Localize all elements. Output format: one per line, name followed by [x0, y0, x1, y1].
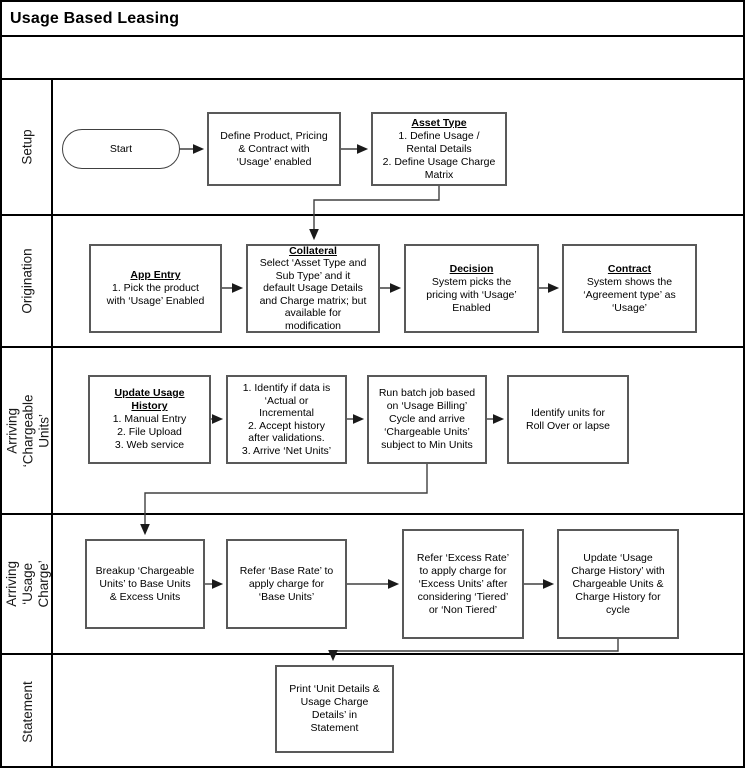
- lane-label: Setup: [20, 129, 36, 165]
- lane-label: Arriving ‘Chargeable Units’: [4, 394, 51, 467]
- node-text: Update ‘Usage Charge History’ with Charg…: [571, 551, 665, 616]
- node-text: Refer ‘Excess Rate’ to apply charge for …: [416, 551, 510, 616]
- arrow-asset-type-to-collateral: [309, 186, 440, 241]
- lane-label-column-divider: [51, 78, 53, 766]
- lane-label: Arriving ‘Usage Charge’: [4, 560, 51, 608]
- lane-divider: [2, 214, 743, 216]
- node-text: Identify units for Roll Over or lapse: [525, 406, 611, 432]
- node-title: Contract: [607, 262, 652, 275]
- title-divider: [2, 35, 743, 37]
- lane-origination: Origination: [4, 216, 52, 346]
- node-text: Select ‘Asset Type and Sub Type’ and it …: [259, 257, 367, 332]
- node-text: 1. Pick the product with ‘Usage’ Enabled: [106, 282, 205, 307]
- node-text: 1. Identify if data is ‘Actual or Increm…: [241, 382, 332, 457]
- node-asset-type: Asset Type 1. Define Usage / Rental Deta…: [371, 112, 507, 186]
- page-title: Usage Based Leasing: [10, 9, 180, 27]
- lane-divider: [2, 513, 743, 515]
- node-decision: Decision System picks the pricing with ‘…: [404, 244, 539, 333]
- node-text: Print ‘Unit Details & Usage Charge Detai…: [289, 683, 380, 734]
- node-title: Decision: [449, 262, 494, 275]
- arrow-update-charge-to-print: [328, 639, 619, 662]
- lane-arriving-usage-charge: Arriving ‘Usage Charge’: [4, 515, 52, 653]
- lane-label: Origination: [20, 248, 36, 314]
- lane-divider: [2, 653, 743, 655]
- node-text: System shows the ‘Agreement type’ as ‘Us…: [583, 275, 676, 314]
- node-update-charge-history: Update ‘Usage Charge History’ with Charg…: [557, 529, 679, 639]
- node-text: 1. Define Usage / Rental Details 2. Defi…: [382, 129, 496, 181]
- lane-arriving-chargeable-units: Arriving ‘Chargeable Units’: [4, 348, 52, 513]
- lane-setup: Setup: [4, 80, 52, 214]
- node-title: Asset Type: [411, 116, 467, 129]
- node-text: Breakup ‘Chargeable Units’ to Base Units…: [95, 564, 195, 603]
- node-refer-base-rate: Refer ‘Base Rate’ to apply charge for ‘B…: [226, 539, 347, 629]
- node-title: App Entry: [130, 269, 181, 281]
- node-app-entry: App Entry 1. Pick the product with ‘Usag…: [89, 244, 222, 333]
- node-define-product: Define Product, Pricing & Contract with …: [207, 112, 341, 186]
- node-text: Run batch job based on ‘Usage Billing’ C…: [378, 387, 476, 451]
- node-text: System picks the pricing with ‘Usage’ En…: [426, 275, 517, 314]
- node-print-statement: Print ‘Unit Details & Usage Charge Detai…: [275, 665, 394, 753]
- arrow-run-batch-to-breakup: [140, 464, 428, 536]
- lane-statement: Statement: [4, 655, 52, 766]
- node-collateral: Collateral Select ‘Asset Type and Sub Ty…: [246, 244, 380, 333]
- node-run-batch-job: Run batch job based on ‘Usage Billing’ C…: [367, 375, 487, 464]
- node-identify-units: Identify units for Roll Over or lapse: [507, 375, 629, 464]
- node-title: Update Usage History: [114, 387, 185, 412]
- node-breakup-units: Breakup ‘Chargeable Units’ to Base Units…: [85, 539, 205, 629]
- node-contract: Contract System shows the ‘Agreement typ…: [562, 244, 697, 333]
- node-text: 1. Manual Entry 2. File Upload 3. Web se…: [112, 413, 187, 451]
- node-refer-excess-rate: Refer ‘Excess Rate’ to apply charge for …: [402, 529, 524, 639]
- node-start: Start: [62, 129, 180, 169]
- node-title: Collateral: [289, 244, 337, 257]
- node-update-usage-history: Update Usage History 1. Manual Entry 2. …: [88, 375, 211, 464]
- node-identify-data: 1. Identify if data is ‘Actual or Increm…: [226, 375, 347, 464]
- node-text: Define Product, Pricing & Contract with …: [220, 129, 328, 168]
- lane-label: Statement: [20, 680, 36, 743]
- lane-divider: [2, 346, 743, 348]
- node-text: Refer ‘Base Rate’ to apply charge for ‘B…: [239, 564, 334, 603]
- lane-divider: [2, 78, 743, 80]
